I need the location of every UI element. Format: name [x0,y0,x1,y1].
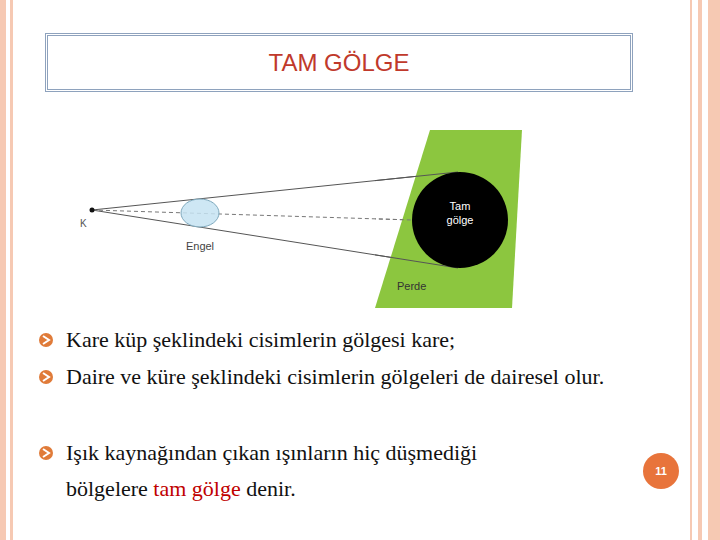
bullet-text: denir. [246,476,296,501]
bullet-text: Kare küp şeklindeki cisimlerin gölgesi k… [66,322,626,358]
screen-panel: Perde Tam gölge [375,130,522,308]
obstacle-sphere: Engel [176,196,224,258]
node-label: Perde [397,280,426,292]
umbra-circle: Tam gölge [412,172,508,268]
bullet-paragraph: Işık kaynağından çıkan ışınların hiç düş… [66,435,596,507]
slide-title: TAM GÖLGE [269,49,410,77]
highlight-term: tam gölge [153,476,240,501]
node-label: Engel [176,240,224,252]
source-label: K [80,218,87,229]
bullet-text: Daire ve küre şeklindeki cisimlerin gölg… [66,359,626,395]
node-label: Tam gölge [436,199,484,227]
page-number: 11 [643,453,679,489]
title-box: TAM GÖLGE [45,33,633,92]
